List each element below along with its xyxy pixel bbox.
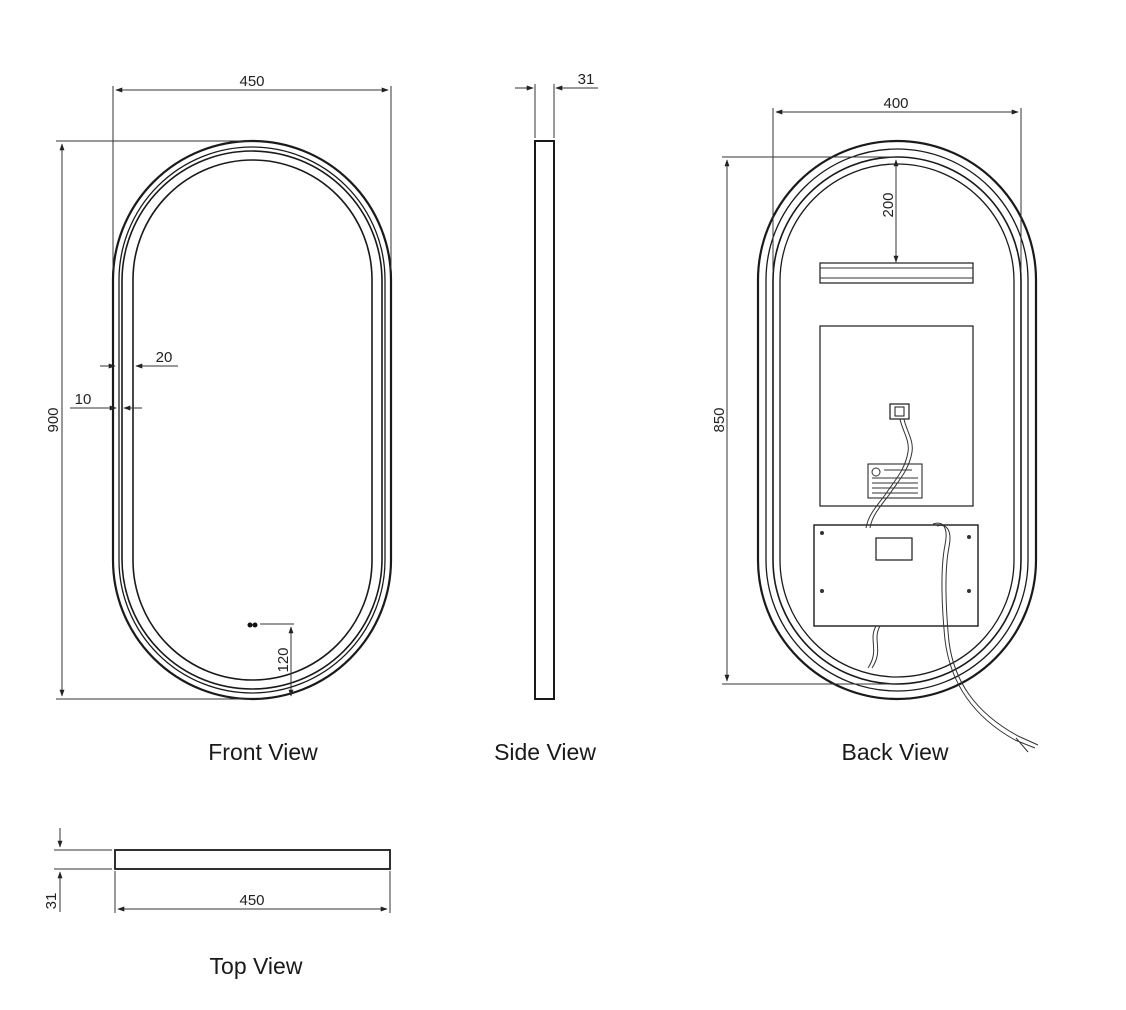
front-mirror-glass [132, 159, 373, 681]
back-outer-frame [756, 139, 1038, 701]
front-gap-label: 10 [75, 391, 92, 408]
driver-box [813, 524, 979, 627]
front-width-label: 450 [239, 73, 264, 90]
top-depth-label: 31 [43, 893, 60, 910]
top-view: 450 31 Top View [43, 828, 391, 979]
back-frame-line [765, 148, 1029, 692]
back-inner-frame [772, 156, 1022, 685]
back-view-caption: Back View [842, 739, 949, 765]
top-width-label: 450 [239, 892, 264, 909]
front-view: 450 900 20 10 120 Front View [45, 73, 393, 765]
side-depth-dimension: 31 [515, 71, 598, 138]
side-profile [534, 140, 555, 700]
back-height-dimension: 850 [711, 156, 895, 685]
back-bracket-label: 200 [880, 192, 897, 217]
top-profile [114, 849, 391, 870]
top-view-caption: Top View [210, 953, 303, 979]
front-inner-frame [121, 150, 383, 690]
front-sensor-dimension: 120 [260, 623, 294, 697]
side-depth-label: 31 [578, 71, 595, 88]
demister-pad [819, 325, 974, 507]
power-cable [865, 418, 1039, 753]
front-outer-frame [111, 139, 393, 701]
junction-box-icon [889, 403, 910, 420]
hanging-bracket [819, 262, 974, 284]
back-view: 400 850 200 Back View [711, 95, 1039, 765]
front-width-dimension: 450 [112, 73, 392, 270]
top-width-dimension: 450 [114, 871, 391, 913]
touch-sensor-icon [247, 622, 258, 628]
side-view-caption: Side View [494, 739, 596, 765]
front-frame-dimension: 20 [100, 349, 178, 369]
front-gap-dimension: 10 [70, 391, 142, 411]
front-view-caption: Front View [208, 739, 318, 765]
front-sensor-label: 120 [275, 647, 292, 672]
back-width-dimension: 400 [772, 95, 1022, 270]
front-height-dimension: 900 [45, 140, 250, 700]
front-height-label: 900 [45, 407, 62, 432]
top-depth-dimension: 31 [43, 828, 112, 912]
front-frame-line [118, 146, 386, 694]
front-frame-label: 20 [156, 349, 173, 366]
rating-label [867, 463, 923, 499]
back-height-label: 850 [711, 407, 728, 432]
back-panel [779, 163, 1015, 678]
back-bracket-dimension: 200 [880, 159, 899, 263]
back-width-label: 400 [883, 95, 908, 112]
side-view: 31 Side View [494, 71, 598, 765]
